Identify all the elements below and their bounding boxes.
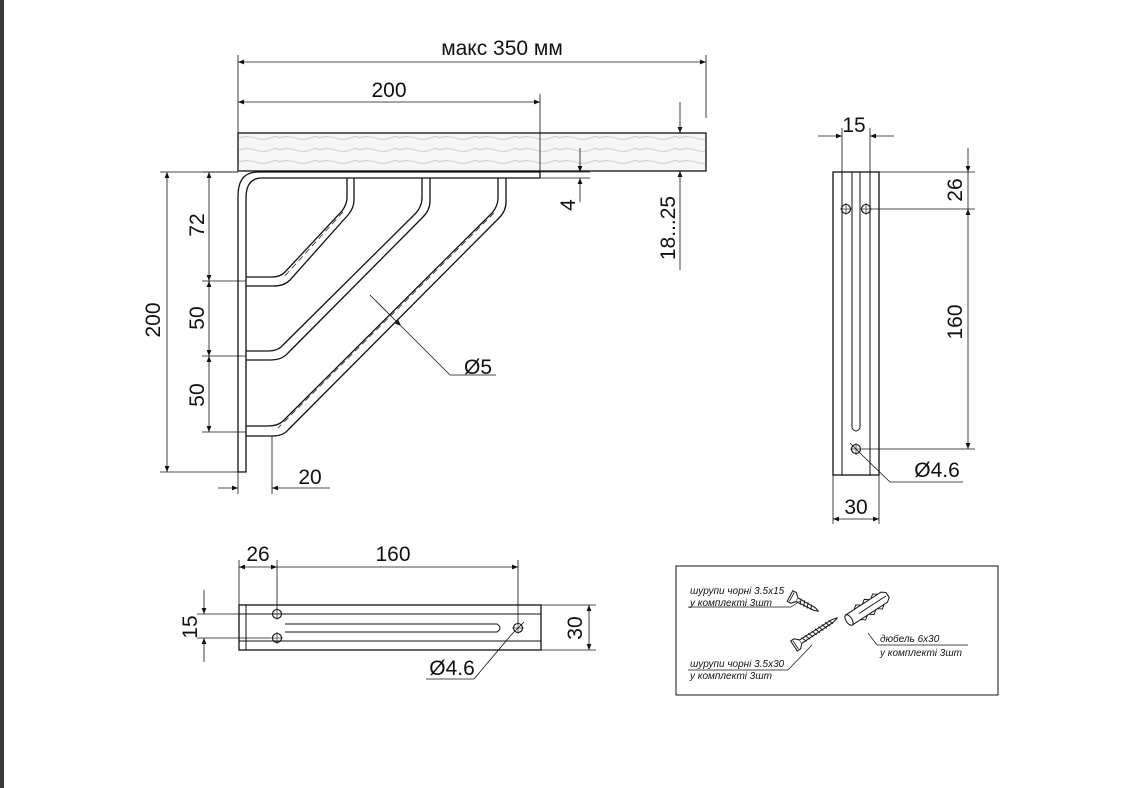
rod-diameter-label: Ø5	[464, 356, 492, 379]
top-hole-spacing-label: 15	[179, 615, 202, 638]
dowel-line2: у комплекті 3шт	[879, 648, 962, 659]
dim-72-label: 72	[186, 213, 209, 236]
dim-plate-thickness: 4	[540, 148, 590, 211]
dim-bracket-height: 200	[142, 171, 238, 473]
dim-side-width-bottom: 30	[832, 475, 880, 524]
dim-side-hole-diameter: Ø4.6	[849, 442, 963, 483]
side-plate	[832, 171, 880, 476]
top-plate	[238, 604, 542, 651]
dim-shelf-thickness: 18...25	[657, 102, 706, 270]
dim-side-hole-offset: 26	[870, 148, 975, 210]
top-view: 26 160 15 30 Ø4.6	[179, 543, 596, 680]
side-hole-offset-label: 26	[944, 178, 967, 201]
shelf-thickness-label: 18...25	[657, 196, 680, 260]
dim-base-width: 20	[218, 436, 330, 494]
dim-side-width-top: 15	[818, 114, 894, 172]
base-width-label: 20	[298, 466, 321, 489]
hardware-box: шурупи чорні 3.5x15 у комплекті 3шт шуру…	[675, 565, 999, 696]
side-width-top-label: 15	[842, 114, 865, 137]
dim-max-length: макс 350 мм	[237, 37, 707, 133]
screw-long-line1: шурупи чорні 3.5x30	[690, 659, 785, 670]
dim-top-offset: 26	[238, 543, 278, 609]
dim-side-slot-length: 160	[862, 209, 975, 450]
screw-long-line2: у комплекті 3шт	[689, 671, 772, 682]
front-view: макс 350 мм 200 4 18...25	[142, 37, 707, 494]
dim-top-hole-diameter: Ø4.6	[426, 621, 525, 680]
long-screw-icon	[790, 617, 838, 652]
top-length-label: 160	[375, 543, 410, 566]
top-hole-diameter-label: Ø4.6	[429, 657, 475, 680]
dowel-line1: дюбель 6x30	[880, 633, 940, 645]
page-edge-bar	[0, 0, 4, 788]
plate-thickness-label: 4	[557, 199, 580, 211]
side-view: 15 26 160 Ø4.6 30	[818, 114, 975, 524]
top-offset-label: 26	[246, 543, 269, 566]
side-slot-length-label: 160	[944, 304, 967, 339]
dim-50-lower-label: 50	[186, 383, 209, 406]
max-length-label: макс 350 мм	[441, 37, 563, 60]
screw-short-line1: шурупи чорні 3.5x15	[690, 586, 785, 597]
dim-rod-diameter: Ø5	[369, 294, 496, 379]
shelf-depth-label: 200	[371, 79, 406, 102]
dim-top-length: 160	[277, 543, 519, 623]
dim-top-hole-spacing: 15	[179, 590, 271, 662]
dim-rod-spacing: 72 50 50	[186, 171, 246, 433]
bracket-body	[237, 171, 541, 473]
bracket-height-label: 200	[142, 302, 165, 337]
side-width-bottom-label: 30	[844, 496, 867, 519]
dim-top-width: 30	[541, 604, 596, 651]
side-hole-diameter-label: Ø4.6	[914, 459, 960, 482]
dowel-icon	[844, 591, 890, 626]
dim-shelf-depth: 200	[238, 79, 541, 172]
dim-50-upper-label: 50	[186, 306, 209, 329]
short-screw-icon	[786, 590, 820, 612]
top-width-label: 30	[564, 616, 587, 639]
screw-short-line2: у комплекті 3шт	[689, 598, 772, 609]
